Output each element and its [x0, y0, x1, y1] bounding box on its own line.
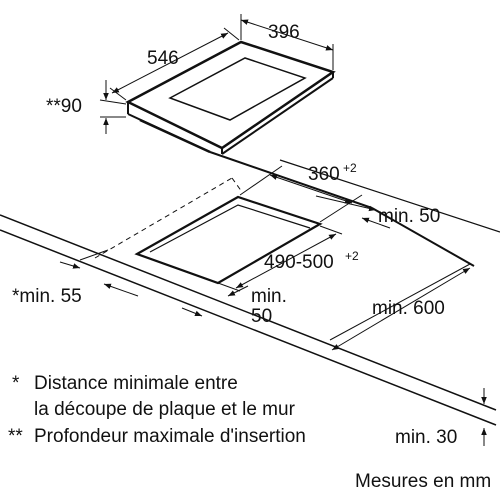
- label-min-front-1: min.: [251, 286, 287, 307]
- dim-min-front: [181, 285, 249, 317]
- countertop-back-edge: [279, 159, 500, 233]
- note-star1-line2: la découpe de plaque et le mur: [34, 399, 295, 420]
- note-star1-line1: Distance minimale entre: [34, 373, 238, 394]
- countertop-side-front: [0, 229, 497, 426]
- countertop-top-front: [0, 214, 497, 411]
- label-min-back-wall: min. 50: [378, 206, 440, 227]
- label-width: 396: [268, 22, 300, 43]
- units-note: Mesures en mm: [355, 471, 492, 492]
- label-cutout-depth: 360: [308, 164, 340, 185]
- label-cutout-depth-tol: +2: [343, 161, 357, 175]
- label-min-front-2: 50: [251, 306, 272, 327]
- dim-cutout-depth: [239, 165, 363, 223]
- label-min-30: min. 30: [395, 427, 457, 448]
- note-star2-text: Profondeur maximale d'insertion: [34, 426, 306, 447]
- note-star2-symbol: **: [8, 426, 23, 447]
- label-min-side: *min. 55: [12, 286, 82, 307]
- label-cutout-width-tol: +2: [345, 249, 359, 263]
- dim-width: [240, 14, 334, 70]
- cutout: [94, 177, 323, 285]
- dim-depth: [109, 27, 240, 101]
- label-min-600: min. 600: [372, 298, 445, 319]
- label-depth: 546: [147, 48, 179, 69]
- dim-cutout-width: [217, 225, 343, 292]
- label-cutout-width: 490-500: [264, 252, 334, 273]
- label-insertion: **90: [46, 96, 82, 117]
- note-star1-symbol: *: [12, 373, 20, 394]
- dim-min-back-wall: [315, 195, 391, 229]
- countertop-right-back: [371, 207, 475, 267]
- cutout-dashed-back: [94, 177, 233, 259]
- dim-min-side: [59, 249, 139, 297]
- dim-insertion: [99, 80, 127, 134]
- dim-min-600: [331, 267, 471, 351]
